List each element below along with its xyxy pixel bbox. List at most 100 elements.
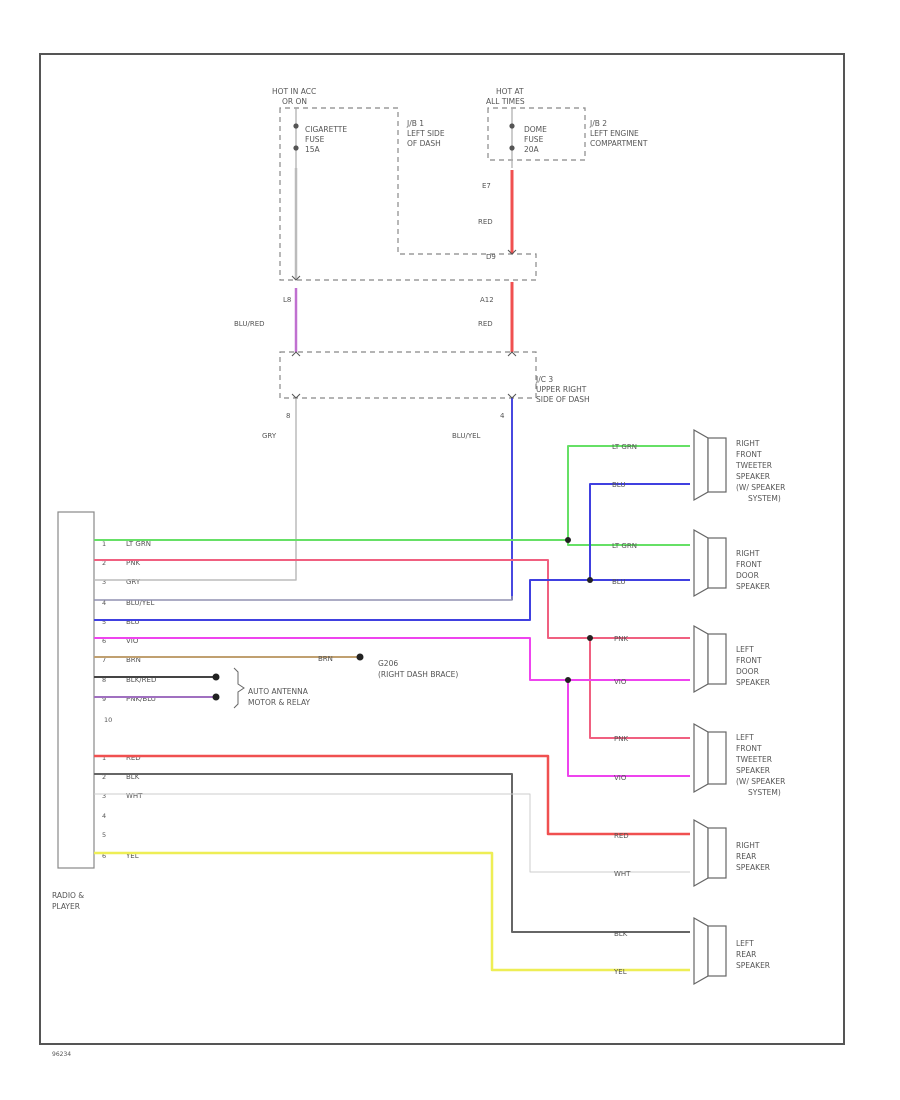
diagram-frame: [39, 53, 845, 1045]
wire-wht: [94, 793, 690, 873]
speaker-4-wire-bottom: VIO: [614, 774, 627, 782]
radio-label-line1: RADIO &: [52, 891, 84, 900]
fuse-box-top-right: HOT AT ALL TIMES DOME FUSE 20A J/B 2 LEF…: [486, 87, 648, 154]
wire-red: [94, 754, 690, 836]
radio-unit: [57, 511, 95, 869]
antenna-dot-2: [212, 693, 220, 701]
speaker-right-front-door: LT GRN BLU RIGHT FRONT DOOR SPEAKER: [612, 528, 770, 598]
speaker-1-line6: SYSTEM): [748, 494, 781, 503]
radio-pin-b1: 1: [102, 754, 106, 762]
antenna-dot-1: [212, 673, 220, 681]
wire-blu: [94, 579, 690, 621]
connector-marks: [291, 249, 517, 399]
speaker-6-wire-bottom: YEL: [613, 968, 627, 976]
jb1-label-line2: LEFT SIDE: [407, 129, 445, 138]
wire-vio: [94, 637, 690, 681]
fuse-label-line3: 15A: [305, 145, 321, 154]
fuse-label-line3: 20A: [524, 145, 540, 154]
speaker-1-line3: TWEETER: [735, 461, 772, 470]
speaker-2-line2: FRONT: [736, 560, 762, 569]
harness-wires: [94, 445, 690, 972]
hot-label-line2: ALL TIMES: [486, 97, 525, 106]
speaker-2-wire-bottom: BLU: [612, 578, 625, 586]
ground-connector: BRN G206 (RIGHT DASH BRACE): [318, 653, 458, 679]
fuse-box-top-left: HOT IN ACC OR ON CIGARETTE FUSE 15A J/B …: [272, 87, 445, 154]
hot-label-line2: OR ON: [282, 97, 307, 106]
pin-l8: L8: [283, 296, 291, 304]
upper-wire-labels: E7 RED D9 L8 BLU/RED A12 RED 8 GRY 4 BLU…: [234, 182, 505, 440]
speaker-2-line4: SPEAKER: [736, 582, 770, 591]
wire-label-brn: BRN: [126, 656, 141, 664]
ground-dot: [356, 653, 364, 661]
wire-yel: [94, 851, 690, 972]
speaker-4-line6: SYSTEM): [748, 788, 781, 797]
speaker-5-line3: SPEAKER: [736, 863, 770, 872]
speaker-6-wire-top: BLK: [614, 930, 628, 938]
radio-wire-labels: LT GRN PNK GRY BLU/YEL BLU VIO BRN BLK/R…: [125, 540, 156, 860]
speaker-5-wire-top: RED: [614, 832, 629, 840]
fuse-label-line1: CIGARETTE: [305, 125, 347, 134]
radio-pin-b5: 5: [102, 831, 106, 839]
speaker-4-line5: (W/ SPEAKER: [736, 777, 785, 786]
wire-label-blu: BLU: [126, 618, 139, 626]
ground-wire-label: BRN: [318, 655, 333, 663]
wire-pnk-tweeter: [589, 638, 690, 739]
hot-label-line1: HOT IN ACC: [272, 87, 316, 96]
speaker-1-wire-top: LT GRN: [612, 443, 637, 451]
speaker-3-line1: LEFT: [736, 645, 754, 654]
speaker-1-line4: SPEAKER: [736, 472, 770, 481]
speaker-left-rear: BLK YEL LEFT REAR SPEAKER: [613, 916, 770, 986]
wire-label-blk-red: BLK/RED: [126, 676, 156, 684]
radio-pin-7: 7: [102, 656, 106, 664]
ground-label-line1: G206: [378, 659, 398, 668]
jc3-line2: UPPER RIGHT: [536, 385, 587, 394]
speaker-4-line4: SPEAKER: [736, 766, 770, 775]
fuse-label-line2: FUSE: [524, 135, 544, 144]
radio-pin-1: 1: [102, 540, 106, 548]
radio-pin-b4: 4: [102, 812, 106, 820]
wire-pnk: [94, 559, 690, 639]
radio-pin-b3: 3: [102, 792, 106, 800]
wire-blu-yel: [94, 596, 513, 601]
antenna-bracket: [233, 667, 245, 709]
wire-lt-grn-tweeter: [567, 445, 690, 540]
wire-blu-tweeter: [589, 483, 690, 580]
splice-vio: [565, 677, 571, 683]
wire-label-blu-yel: BLU/YEL: [126, 599, 155, 607]
wire-label-yel: YEL: [125, 852, 139, 860]
speaker-3-wire-bottom: VIO: [614, 678, 627, 686]
speaker-3-wire-top: PNK: [614, 635, 628, 643]
radio-pin-5: 5: [102, 618, 106, 626]
wire-label-red-lower: RED: [478, 320, 493, 328]
splice-pnk: [587, 635, 593, 641]
radio-pin-9: 9: [102, 695, 106, 703]
pin-d9: D9: [486, 253, 496, 261]
jb2-label-line1: J/B 2: [589, 119, 607, 128]
wire-label-pnk-blu: PNK/BLU: [126, 695, 156, 703]
radio-pin-3: 3: [102, 578, 106, 586]
splice-lt-grn: [565, 537, 571, 543]
speaker-right-front-tweeter: LT GRN BLU RIGHT FRONT TWEETER SPEAKER (…: [612, 428, 785, 503]
speaker-2-wire-top: LT GRN: [612, 542, 637, 550]
radio-pin-6: 6: [102, 637, 106, 645]
speaker-4-line1: LEFT: [736, 733, 754, 742]
speaker-left-front-door: PNK VIO LEFT FRONT DOOR SPEAKER: [614, 624, 770, 694]
speaker-3-line2: FRONT: [736, 656, 762, 665]
speaker-1-line2: FRONT: [736, 450, 762, 459]
jb1-label-line1: J/B 1: [406, 119, 424, 128]
radio-pins: 1 2 3 4 5 6 7 8 9 10 1 2 3 4 5 6: [102, 540, 112, 860]
wire-label-blk: BLK: [126, 773, 140, 781]
speaker-4-wire-top: PNK: [614, 735, 628, 743]
speaker-2-line1: RIGHT: [736, 549, 760, 558]
speaker-1-wire-bottom: BLU: [612, 481, 625, 489]
fuse-label-line2: FUSE: [305, 135, 325, 144]
jb1-outline: [279, 107, 537, 281]
wire-label-gry: GRY: [126, 578, 141, 586]
figure-id: 96234: [52, 1051, 71, 1058]
feed-wires: [294, 168, 514, 600]
antenna-label-line2: MOTOR & RELAY: [248, 698, 311, 707]
speaker-1-line5: (W/ SPEAKER: [736, 483, 785, 492]
speaker-right-rear: RED WHT RIGHT REAR SPEAKER: [614, 818, 770, 888]
radio-pin-4: 4: [102, 599, 106, 607]
jc3-label: J/C 3 UPPER RIGHT SIDE OF DASH: [535, 375, 590, 404]
